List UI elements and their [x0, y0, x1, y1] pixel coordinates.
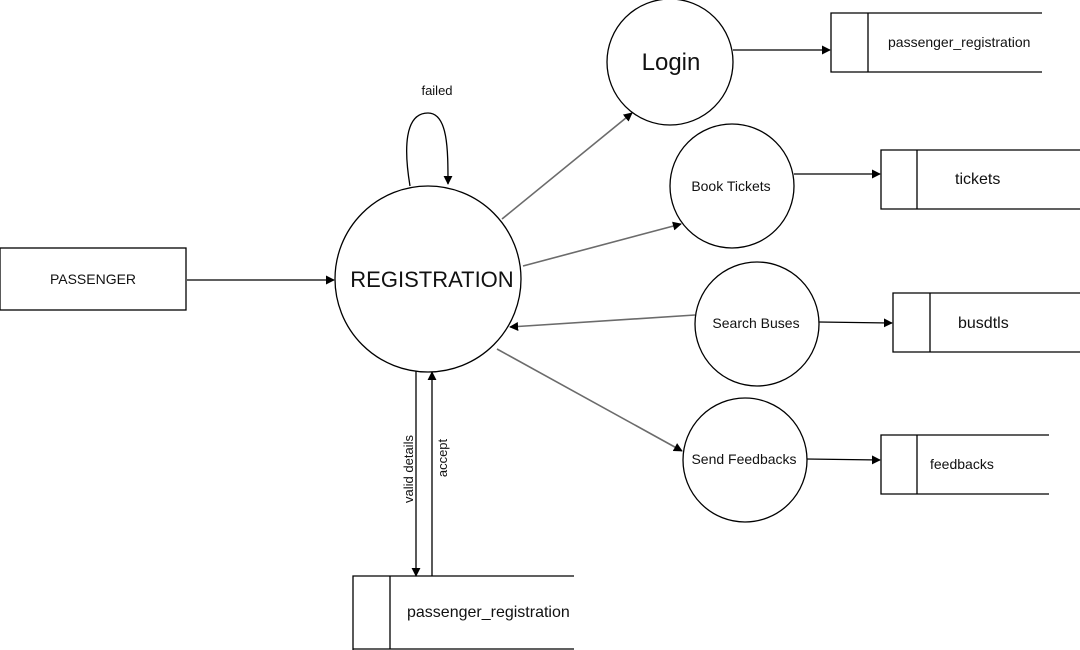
failed-label: failed: [421, 83, 452, 98]
store-busdtls: busdtls: [892, 292, 1080, 353]
send-feedbacks-circle: [682, 397, 808, 523]
search-buses-label: Search Buses: [712, 315, 799, 331]
passenger-label: PASSENGER: [50, 271, 136, 287]
login-circle: [606, 0, 734, 126]
process-book-tickets: Book Tickets: [669, 123, 795, 249]
store-login-passenger-registration: passenger_registration: [830, 12, 1042, 73]
valid-details-label: valid details: [401, 435, 416, 503]
process-search-buses: Search Buses: [694, 261, 820, 387]
book-tickets-label: Book Tickets: [691, 178, 770, 194]
edge-registration-to-login: [501, 112, 633, 220]
edge-registration-to-send-feedbacks: [496, 348, 683, 452]
send-feedbacks-label: Send Feedbacks: [691, 451, 796, 467]
registration-store-shape: [352, 575, 574, 650]
tickets-store-label: tickets: [955, 171, 1000, 188]
edges: [187, 45, 893, 577]
login-store-shape: [830, 12, 1042, 73]
search-buses-circle: [694, 261, 820, 387]
external-entity-passenger: PASSENGER: [0, 247, 187, 311]
process-send-feedbacks: Send Feedbacks: [682, 397, 808, 523]
feedbacks-store-shape: [880, 434, 1049, 495]
edge-search-buses-to-busdtls: [818, 318, 893, 328]
login-store-label: passenger_registration: [888, 34, 1030, 50]
edge-send-feedbacks-to-feedbacks: [805, 455, 881, 465]
registration-label: REGISTRATION: [350, 267, 513, 292]
store-tickets: tickets: [880, 149, 1080, 210]
tickets-store-shape: [880, 149, 1080, 210]
process-registration: REGISTRATION: [334, 185, 522, 373]
feedbacks-store-label: feedbacks: [930, 456, 994, 472]
accept-label: accept: [435, 438, 450, 477]
busdtls-store-label: busdtls: [958, 315, 1009, 332]
edge-registration-to-book-tickets: [522, 221, 682, 267]
edge-failed-loop: [406, 112, 453, 187]
store-registration-passenger-registration: passenger_registration: [352, 575, 574, 650]
busdtls-store-shape: [892, 292, 1080, 353]
passenger-box: [0, 247, 187, 311]
store-feedbacks: feedbacks: [880, 434, 1049, 495]
registration-circle: [334, 185, 522, 373]
book-tickets-circle: [669, 123, 795, 249]
edge-search-buses-to-registration: [509, 314, 696, 331]
registration-store-label: passenger_registration: [407, 604, 570, 621]
process-login: Login: [606, 0, 734, 126]
login-label: Login: [642, 49, 701, 76]
